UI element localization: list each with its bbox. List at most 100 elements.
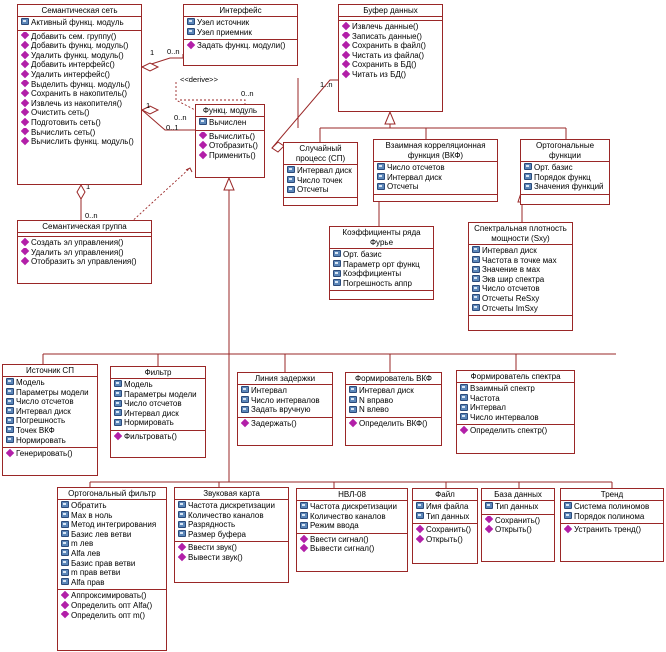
attribute-row: Интервал: [241, 386, 330, 396]
attribute-icon: [241, 386, 249, 394]
attribute-label: Порядок полинома: [574, 511, 645, 521]
attribute-row: Коэффициенты: [333, 269, 431, 279]
label-derive: <<derive>>: [180, 75, 218, 84]
operations-section: Задержать(): [238, 416, 332, 431]
operation-label: Вычислить функц. модуль(): [31, 137, 134, 147]
attribute-label: Погрешность: [16, 416, 66, 426]
operation-row: Задержать(): [241, 418, 330, 429]
attribute-row: Число отсчетов: [6, 397, 95, 407]
label-zero-n-a: 0..n: [167, 47, 180, 56]
label-one-b: 1: [146, 101, 151, 110]
attribute-row: Тип данных: [416, 512, 475, 522]
attribute-label: Модель: [124, 380, 153, 389]
attribute-row: Нормировать: [6, 436, 95, 446]
attribute-icon: [178, 520, 186, 528]
class-title: Тренд: [600, 490, 624, 499]
label-one-a: 1: [150, 48, 155, 57]
attribute-icon: [333, 269, 341, 277]
attribute-label: Количество каналов: [310, 511, 386, 521]
attribute-label: Значения функций: [534, 182, 604, 192]
operation-icon: [21, 108, 30, 117]
operation-icon: [21, 60, 30, 69]
operation-label: Добавить сем. группу(): [31, 31, 117, 41]
attribute-icon: [300, 511, 308, 519]
attribute-row: Число отсчетов: [114, 399, 203, 409]
attribute-row: Значение в мах: [472, 265, 570, 275]
class-title: Фильтр: [144, 368, 172, 377]
attribute-row: N влево: [349, 405, 439, 415]
attribute-icon: [114, 399, 122, 407]
attribute-label: Имя файла: [426, 502, 469, 511]
attribute-row: Число интервалов: [241, 396, 330, 406]
operation-label: Определить спектр(): [470, 426, 548, 436]
attribute-label: Отсчеты: [387, 182, 419, 192]
operation-label: Удалить эл управления(): [31, 247, 124, 257]
operations-section: [469, 315, 572, 319]
attribute-icon: [460, 384, 468, 392]
operation-label: Читать из БД(): [352, 69, 407, 79]
operation-row: Выделить функц. модуль(): [21, 79, 139, 90]
attribute-label: Частота дискретизации: [188, 501, 275, 510]
attribute-row: Количество каналов: [178, 511, 286, 521]
operation-row: Определить опт m(): [61, 610, 164, 621]
attribute-icon: [300, 521, 308, 529]
operation-label: Чистать из файла(): [352, 50, 425, 60]
class-spectral-density[interactable]: Спектральная плотность мощности (Sxy)Инт…: [468, 222, 573, 331]
operation-row: Применить(): [199, 150, 262, 161]
operation-label: Открыть(): [495, 525, 532, 535]
class-cross-correlation[interactable]: Взаимная корреляционная функция (ВКФ)Чис…: [373, 139, 498, 202]
attribute-icon: [199, 118, 207, 126]
attribute-label: Базис лев ветви: [71, 529, 132, 539]
operation-row: Чистать из файла(): [342, 50, 440, 61]
operation-label: Удалить функц. модуль(): [31, 50, 124, 60]
attribute-icon: [6, 435, 14, 443]
operation-icon: [21, 89, 30, 98]
attribute-icon: [114, 380, 122, 388]
operation-label: Фильтровать(): [124, 431, 177, 441]
operation-icon: [21, 137, 30, 146]
attribute-icon: [6, 387, 14, 395]
attribute-icon: [485, 502, 493, 510]
operation-label: Подготовить сеть(): [31, 117, 101, 127]
attribute-icon: [61, 568, 69, 576]
operation-label: Вывести звук(): [188, 552, 243, 562]
attribute-icon: [460, 393, 468, 401]
operations-section: Устранить тренд(): [561, 523, 663, 537]
attribute-label: Тип данных: [426, 511, 470, 521]
attribute-label: Число отсчетов: [124, 399, 182, 409]
attribute-row: Alfa лев: [61, 549, 164, 559]
operation-icon: [342, 41, 351, 50]
attribute-row: Число точек: [287, 176, 355, 186]
operation-row: Сохранить в БД(): [342, 60, 440, 70]
operation-label: Очистить сеть(): [31, 108, 90, 118]
operation-row: Создать эл управления(): [21, 238, 149, 248]
operation-row: Вычислить функц. модуль(): [21, 137, 139, 147]
attribute-icon: [333, 279, 341, 287]
attribute-icon: [61, 578, 69, 586]
attribute-icon: [287, 185, 295, 193]
attribute-row: Частота: [460, 394, 572, 404]
operations-section: Генерировать(): [3, 447, 97, 461]
attribute-icon: [287, 166, 295, 174]
